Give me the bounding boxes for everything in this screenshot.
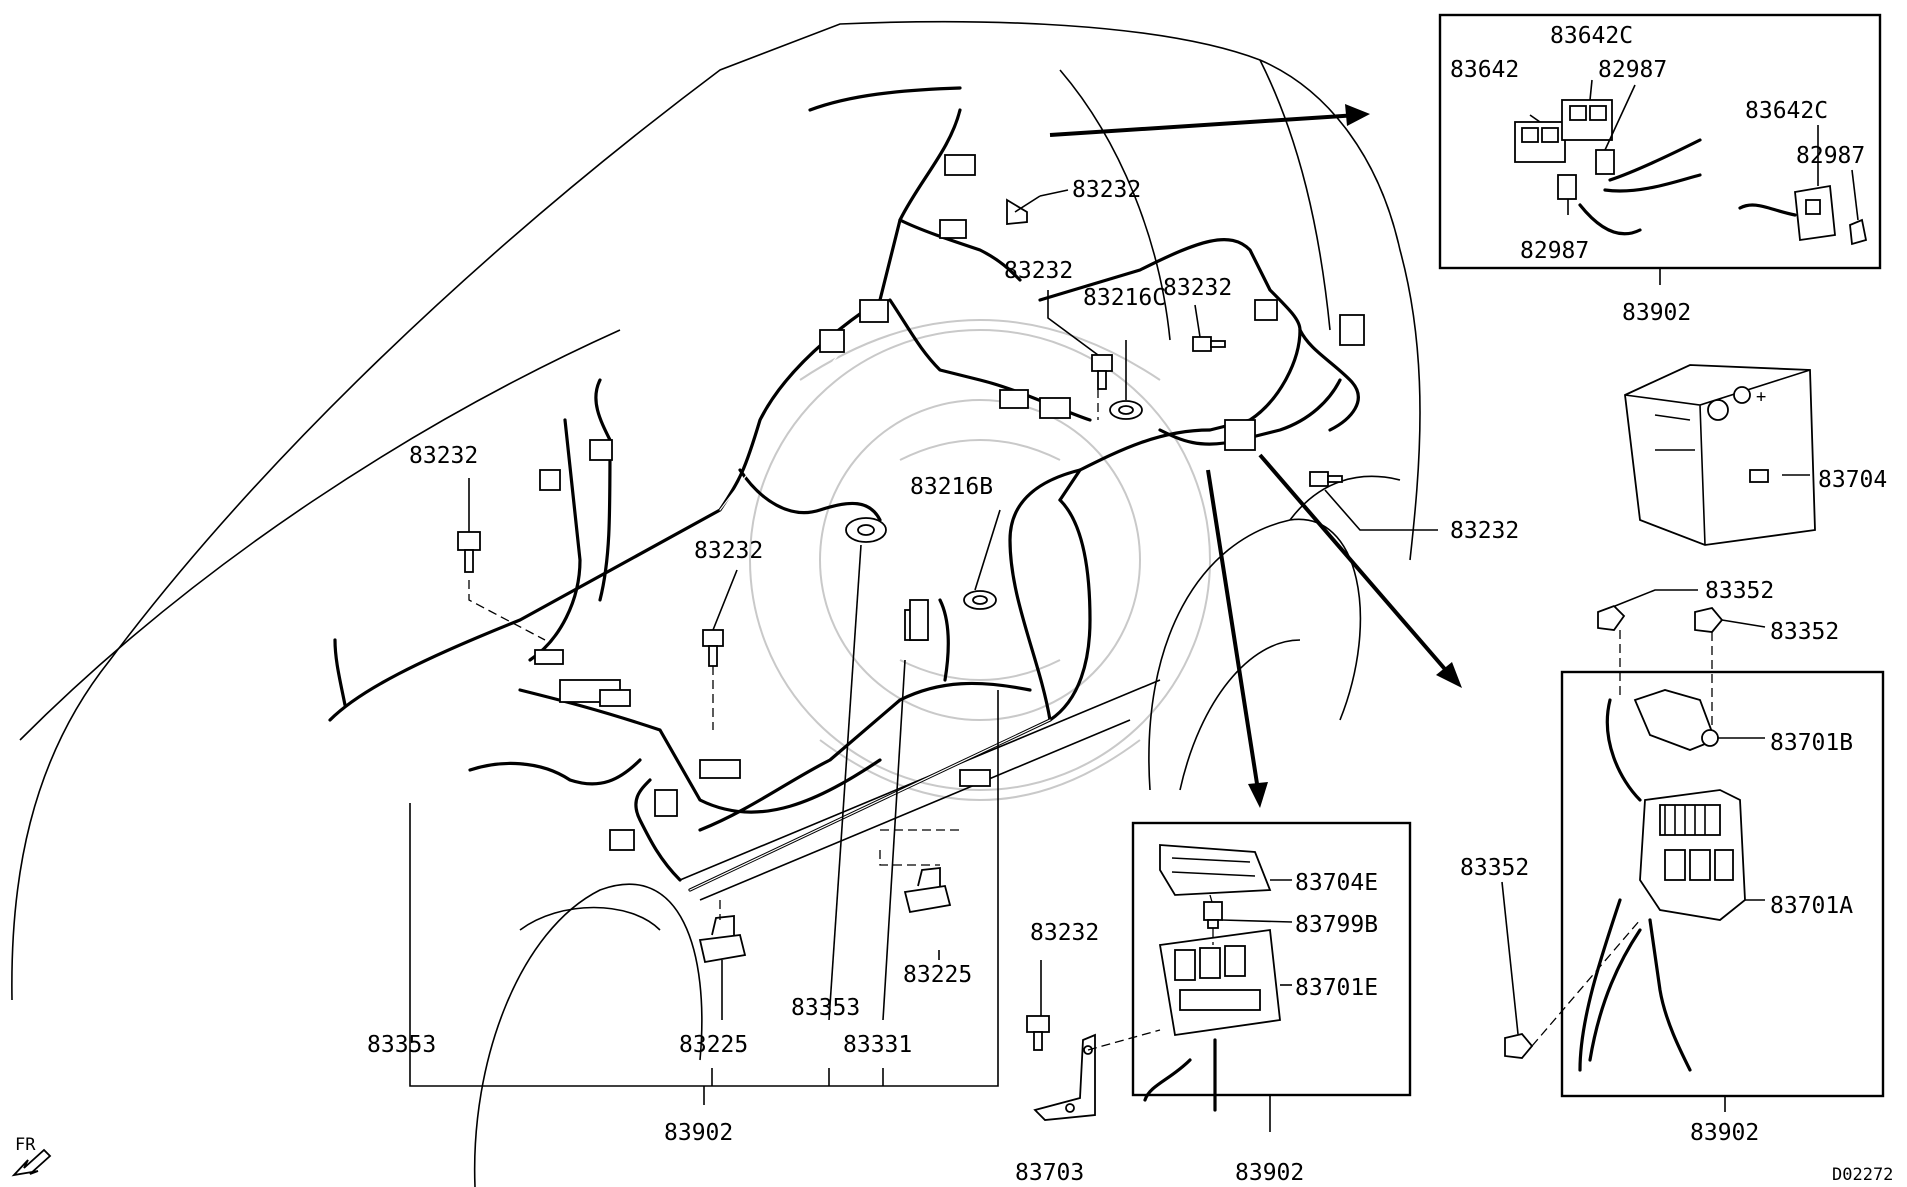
junction-block-83701E [1143, 928, 1281, 1112]
relay-83642C-top [1561, 99, 1613, 141]
relay-holders-82987 [1557, 138, 1702, 236]
label-83353-left: 83353 [367, 1032, 436, 1058]
label-83232-top: 83232 [1072, 177, 1141, 203]
label-83331: 83331 [843, 1032, 912, 1058]
grommet-83216C [1109, 400, 1143, 420]
front-direction-arrow-icon [11, 1148, 52, 1177]
label-82987-right: 82987 [1796, 143, 1865, 169]
cover-83704E [1159, 844, 1272, 896]
harness-connectors [534, 154, 1365, 851]
bolt-icon-right-top [1192, 336, 1226, 352]
bracket-83703 [1033, 1033, 1096, 1121]
nut-83352-c [1504, 1032, 1534, 1059]
label-83352-a: 83352 [1705, 578, 1774, 604]
grommet-83216B [963, 590, 997, 610]
label-83642: 83642 [1450, 57, 1519, 83]
harness-wires [328, 86, 1360, 892]
bolt-icon-mid [702, 629, 724, 667]
fuse-block-83701B [1605, 689, 1719, 802]
watermark [749, 319, 1211, 801]
fuse-block-83701A [1578, 789, 1746, 1072]
label-83232-left: 83232 [409, 443, 478, 469]
label-83701B: 83701B [1770, 730, 1853, 756]
label-83232-center: 83232 [694, 538, 763, 564]
label-83353-mid: 83353 [791, 995, 860, 1021]
battery-83704: + [1624, 364, 1816, 546]
label-83232-mid2: 83232 [1163, 275, 1232, 301]
callout-arrows [1049, 104, 1462, 808]
bolt-icon-bracket [1026, 1015, 1050, 1051]
part-labels: 83232 83232 83232 83216C 83232 83216B 83… [15, 23, 1893, 1186]
label-83902-main: 83902 [664, 1120, 733, 1146]
alignment-dashes [468, 389, 1713, 1051]
label-83704: 83704 [1818, 467, 1887, 493]
bolt-icon-center [1091, 354, 1113, 390]
label-83701A: 83701A [1770, 893, 1853, 919]
bolt-icon-right [1309, 471, 1343, 487]
bolt-icon-left [457, 531, 481, 573]
label-83225-right: 83225 [903, 962, 972, 988]
label-83642C-top: 83642C [1550, 23, 1633, 49]
label-83902-fuse: 83902 [1235, 1160, 1304, 1186]
svg-text:+: + [1756, 387, 1766, 407]
relay-83642C-right [1738, 184, 1868, 246]
nut-83352-a [1597, 604, 1626, 631]
clip-83225-right [903, 866, 952, 914]
label-83642C-right: 83642C [1745, 98, 1828, 124]
label-83902-battery: 83902 [1690, 1120, 1759, 1146]
label-83703: 83703 [1015, 1160, 1084, 1186]
label-83232-mid: 83232 [1004, 258, 1073, 284]
label-82987-bottom: 82987 [1520, 238, 1589, 264]
bolt-icon-top [1006, 195, 1041, 225]
relay-83642 [1514, 121, 1566, 163]
label-83232-right: 83232 [1450, 518, 1519, 544]
label-83704E: 83704E [1295, 870, 1378, 896]
label-83352-c: 83352 [1460, 855, 1529, 881]
label-83232-bracket: 83232 [1030, 920, 1099, 946]
label-83799B: 83799B [1295, 912, 1378, 938]
label-83902-relay: 83902 [1622, 300, 1691, 326]
label-diagram-code: D02272 [1832, 1165, 1893, 1185]
inset-box-battery [1560, 670, 1885, 1098]
label-fr: FR [15, 1135, 36, 1155]
leader-lines [468, 79, 1859, 1132]
label-82987-top: 82987 [1598, 57, 1667, 83]
label-83216C: 83216C [1083, 285, 1166, 311]
label-83701E: 83701E [1295, 975, 1378, 1001]
fuse-83799B [1203, 901, 1223, 929]
inset-box-fuse [1131, 821, 1412, 1097]
nut-83352-b [1694, 606, 1724, 633]
label-83225-left: 83225 [679, 1032, 748, 1058]
grommet-harness [845, 517, 887, 543]
label-83352-b: 83352 [1770, 619, 1839, 645]
label-83216B: 83216B [910, 474, 993, 500]
clip-83225-left [698, 914, 747, 964]
